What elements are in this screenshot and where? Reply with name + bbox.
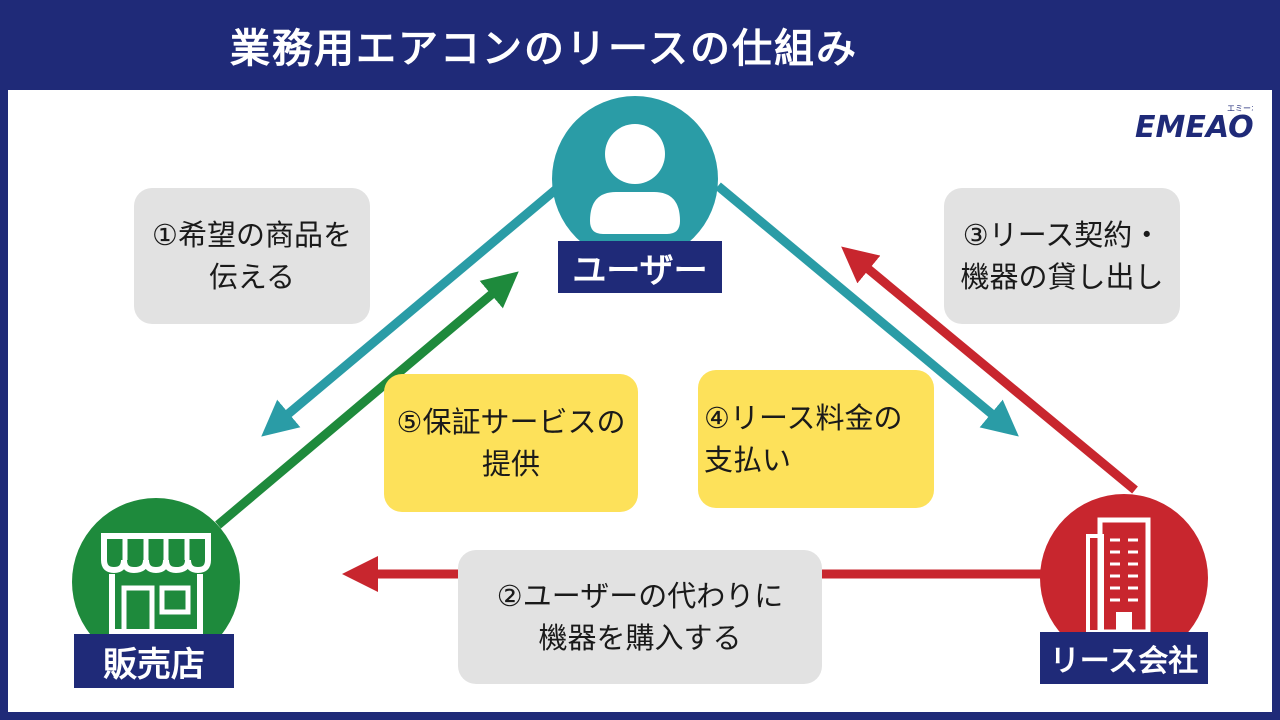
user-label: ユーザー xyxy=(558,241,722,293)
arrow-user-to-shop xyxy=(261,182,563,437)
title-bar: 業務用エアコンのリースの仕組み xyxy=(0,0,1280,90)
office-building-icon xyxy=(1086,517,1151,635)
logo-subtext: エミーオ xyxy=(1227,104,1253,113)
step3-line1: ③リース契約・ xyxy=(962,218,1162,252)
step4-line2: 支払い xyxy=(704,443,792,477)
storefront-icon xyxy=(101,533,211,635)
page-title: 業務用エアコンのリースの仕組み xyxy=(230,26,858,72)
step2-box: ②ユーザーの代わりに 機器を購入する xyxy=(458,550,822,684)
step2-line1: ②ユーザーの代わりに xyxy=(496,579,784,613)
step4-line1: ④リース料金の xyxy=(704,401,903,435)
emeao-logo: エミーオ EMEAO! xyxy=(1135,104,1267,145)
arrow-user-to-lease xyxy=(715,182,1019,437)
step2-line2: 機器を購入する xyxy=(538,621,742,655)
step5-box: ⑤保証サービスの 提供 xyxy=(384,374,638,512)
step1-box: ①希望の商品を 伝える xyxy=(134,188,370,324)
step1-line2: 伝える xyxy=(208,260,296,294)
shop-label: 販売店 xyxy=(74,634,234,688)
logo-text: EMEAO! xyxy=(1135,110,1253,141)
step1-line1: ①希望の商品を xyxy=(152,218,352,252)
user-node-circle xyxy=(552,96,718,262)
step3-line2: 機器の貸し出し xyxy=(960,260,1164,294)
lease-company-label: リース会社 xyxy=(1040,632,1208,684)
step4-box: ④リース料金の 支払い xyxy=(698,370,934,508)
user-icon xyxy=(590,124,680,234)
step3-box: ③リース契約・ 機器の貸し出し xyxy=(944,188,1180,324)
arrow-shop-to-user xyxy=(215,271,519,529)
arrow-lease-to-user xyxy=(841,246,1138,494)
step5-line1: ⑤保証サービスの xyxy=(396,405,626,439)
step5-line2: 提供 xyxy=(481,447,540,481)
brand-logo: エミーオ EMEAO! xyxy=(1133,101,1267,145)
